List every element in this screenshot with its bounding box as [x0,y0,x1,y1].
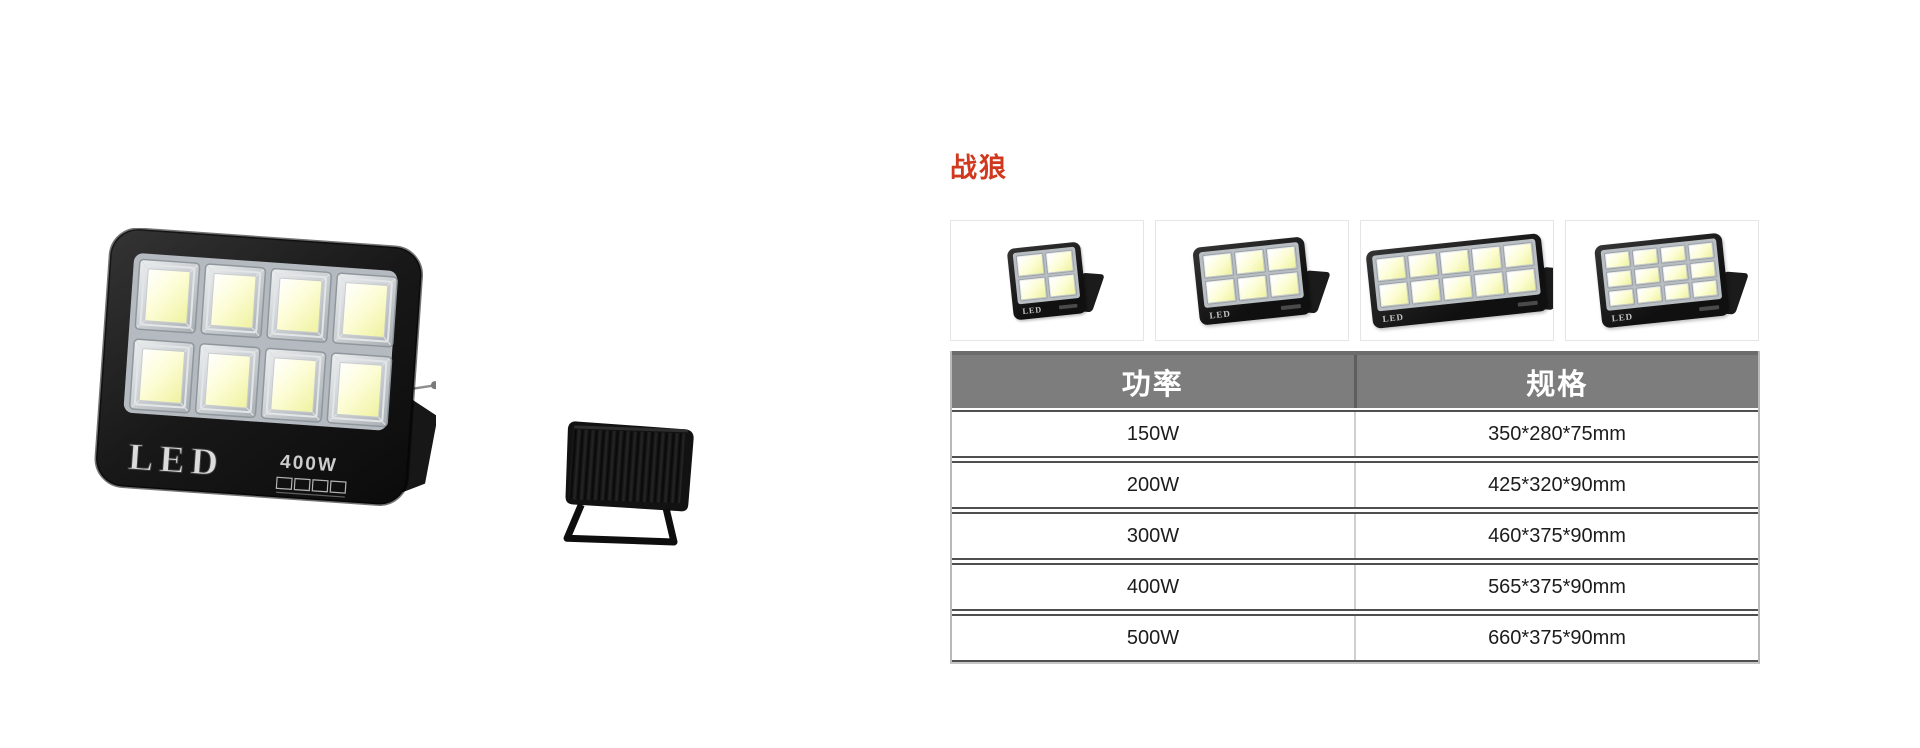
certification-marks [275,476,347,498]
size-cell: 350*280*75mm [1488,422,1626,445]
thumbnail-row: LED LED LED LED [950,220,1764,341]
led-cell [1659,244,1688,264]
led-cell [1631,247,1660,267]
thumbnail-floodlight-graphic: LED [1594,232,1750,329]
led-cell [1470,244,1504,272]
product-image-area: LED 400W [0,0,940,748]
led-cell [1204,277,1238,305]
body-top-edge [573,425,688,433]
table-row: 500W 660*375*90mm [952,614,1758,662]
mini-led-panel [1012,246,1081,304]
led-cell [1015,252,1046,278]
spec-table-body: 150W 350*280*75mm 200W 425*320*90mm 300W 460*… [952,410,1758,662]
thumbnail-floodlight-graphic: LED [1006,240,1105,321]
led-cell [1202,251,1235,279]
mini-led-panel [1198,241,1305,308]
thumbnail-watt-mark [1058,302,1078,309]
u-bracket [563,503,678,546]
main-floodlight-graphic: LED 400W [94,227,439,506]
series-title: 战狼 [950,153,1008,183]
spec-column-header: 规格 [1526,368,1589,401]
table-row: 300W 460*375*90mm [952,512,1758,560]
led-cell [1438,248,1472,276]
led-cell [1236,273,1269,301]
led-cell [1265,244,1299,272]
table-row: 400W 565*375*90mm [952,563,1758,611]
floodlight-back-graphic [563,421,694,546]
thumbnail-floodlight-graphic: LED [1192,235,1331,326]
led-cell [1691,279,1719,299]
led-cell [1635,285,1664,305]
power-cell: 400W [952,565,1356,609]
main-product-logo: LED [127,436,226,485]
spec-table-header: 功率 规格 [952,351,1758,408]
product-thumbnail[interactable]: LED [1360,220,1554,341]
mini-floodlight-body: LED [1365,232,1549,329]
led-cell-grid [129,258,398,428]
thumbnail-logo: LED [1611,310,1634,323]
thumbnail-logo: LED [1021,303,1043,315]
led-cell [1018,276,1048,301]
product-info-panel: 战狼 LED LED LED LED 功率 规格 150W 350*280*75mm 20… [950,152,1764,664]
main-product-image: LED 400W [88,227,439,528]
size-cell: 460*375*90mm [1488,524,1626,547]
back-view-product-image [536,414,700,554]
led-cell [1687,241,1715,262]
power-cell: 200W [952,463,1356,507]
product-thumbnail[interactable]: LED [950,220,1144,341]
led-cell [1375,254,1408,282]
led-cell [134,258,201,334]
table-row: 150W 350*280*75mm [952,410,1758,458]
thumbnail-watt-mark [1280,303,1302,310]
power-cell: 300W [952,514,1356,558]
led-cell [1633,266,1662,286]
thumbnail-watt-mark [1517,299,1538,306]
led-cell [1661,263,1690,283]
led-cell [1044,249,1075,274]
power-cell: 500W [952,616,1356,660]
mini-floodlight-body: LED [1594,232,1730,329]
led-cell [1441,273,1474,301]
power-cell: 150W [952,412,1356,456]
thumbnail-logo: LED [1381,310,1405,323]
thumbnail-watt-mark [1698,304,1720,311]
heatsink-fins [568,429,686,504]
led-cell [1268,270,1301,298]
led-cell [1603,250,1632,270]
led-cell [1377,280,1411,308]
mini-floodlight-body: LED [1006,240,1088,321]
led-cell [200,263,267,339]
size-cell: 425*320*90mm [1488,473,1626,496]
led-cell [194,343,261,419]
thumbnail-logo: LED [1208,307,1232,320]
led-cell [1663,282,1692,302]
led-cell [1607,288,1636,308]
led-cell [326,352,393,428]
size-cell: 660*375*90mm [1488,626,1626,649]
led-cell [260,347,327,423]
led-cell [1409,277,1443,305]
led-cell [1407,251,1440,279]
led-cell [332,272,398,348]
product-thumbnail[interactable]: LED [1565,220,1759,341]
thumbnail-floodlight-graphic: LED [1365,232,1553,329]
led-cell [1047,272,1078,298]
size-cell: 565*375*90mm [1488,575,1626,598]
led-cell [1233,248,1267,276]
led-cell [1505,267,1538,295]
led-cell [266,267,333,343]
spec-table: 功率 规格 150W 350*280*75mm 200W 425*320*90mm 30… [950,351,1760,664]
product-thumbnail[interactable]: LED [1155,220,1349,341]
led-cell [1689,260,1717,280]
main-product-wattage: 400W [279,451,338,476]
mini-floodlight-body: LED [1192,235,1312,326]
led-cell [1502,241,1535,269]
led-cell [1473,270,1506,298]
table-row: 200W 425*320*90mm [952,461,1758,509]
led-cell [129,338,195,414]
power-column-header: 功率 [952,355,1357,408]
led-cell [1605,269,1634,289]
